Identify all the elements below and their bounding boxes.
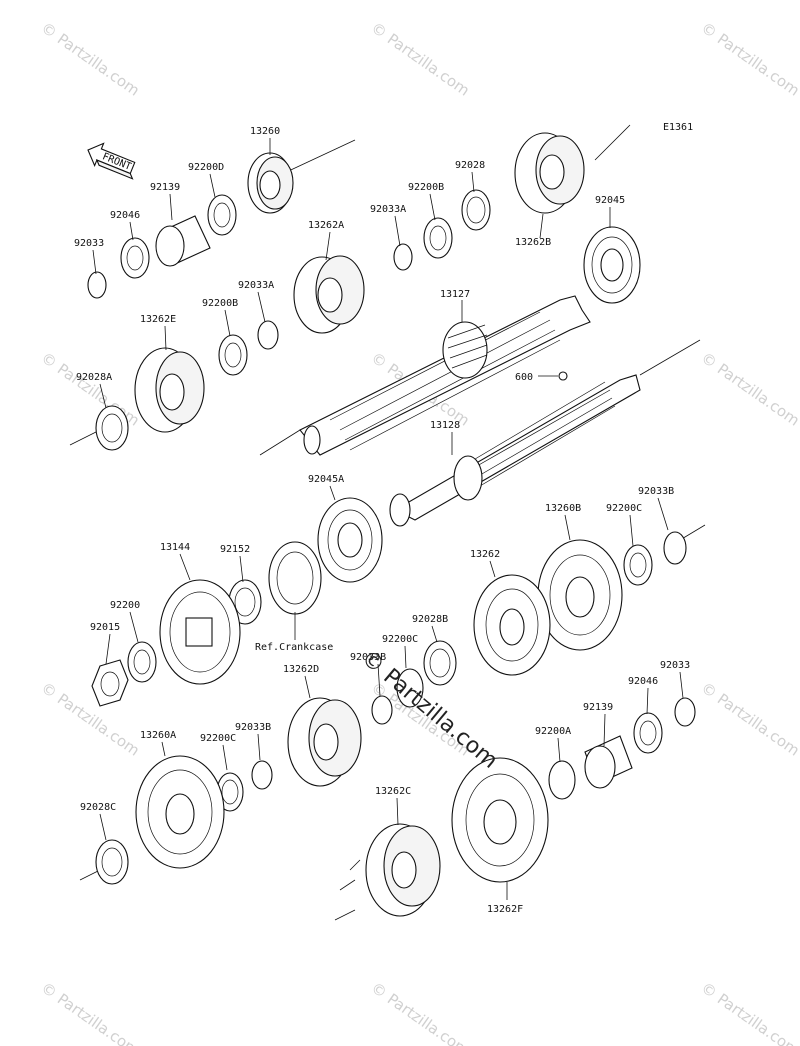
circlip-92033b-lower — [251, 760, 273, 790]
gear-13262a — [293, 255, 365, 334]
watermark-text: © Partzilla.com — [368, 979, 473, 1046]
gear-13260 — [247, 152, 294, 214]
part-label: 13262D — [283, 664, 319, 675]
part-label: 13260A — [140, 730, 176, 741]
part-label: 92033A — [238, 280, 274, 291]
part-label: 92200B — [202, 298, 238, 309]
part-label: 13127 — [440, 289, 470, 300]
part-number-labels: 13260 92200D 92139 92046 92033 92028 922… — [74, 126, 690, 915]
center-lines — [69, 124, 706, 921]
part-label: 92028C — [80, 802, 116, 813]
gear-13262d — [287, 697, 362, 787]
washer-92200a — [548, 760, 576, 800]
washer-92200d — [207, 194, 237, 236]
part-label: 13262F — [487, 904, 523, 915]
watermark-text: © Partzilla.com — [38, 19, 143, 100]
part-label: 13262E — [140, 314, 176, 325]
circlip-92033a-lower — [257, 320, 279, 350]
part-label: 92033B — [350, 652, 386, 663]
circlip-92033b-mid — [371, 695, 393, 725]
bushing-92139 — [155, 215, 211, 267]
leader-lines — [92, 138, 684, 900]
gear-13262f — [451, 757, 549, 883]
part-label: 92200C — [606, 503, 642, 514]
circlip-92033b-upper — [663, 531, 687, 565]
part-label: 92033B — [638, 486, 674, 497]
washer-92200 — [127, 641, 157, 683]
seal-92152-ref — [268, 541, 322, 615]
sprocket-13144 — [159, 579, 241, 685]
gear-13262b — [514, 132, 585, 214]
watermark-text: © Partzilla.com — [698, 19, 800, 100]
part-label: 92033 — [660, 660, 690, 671]
part-label: 92200C — [382, 634, 418, 645]
washer-92200c-mid — [396, 668, 424, 708]
bearing-92045 — [583, 226, 641, 304]
gear-13260a — [135, 755, 225, 869]
diagram-code: E1361 — [663, 122, 693, 133]
gear-13262c — [365, 823, 441, 917]
part-label: 13260B — [545, 503, 581, 514]
part-label: 92200A — [535, 726, 571, 737]
part-label: 92028 — [455, 160, 485, 171]
gear-13262 — [473, 574, 551, 676]
washer-92200b-upper — [423, 217, 453, 259]
needle-bearing-92046 — [120, 237, 150, 279]
bushing-92028a — [95, 405, 129, 451]
bushing-92028c — [95, 839, 129, 885]
part-label: 13262C — [375, 786, 411, 797]
bushing-92028b — [423, 640, 457, 686]
part-label: 92139 — [150, 182, 180, 193]
part-label: 92028B — [412, 614, 448, 625]
gear-13260b — [537, 539, 623, 651]
watermark-text: © Partzilla.com — [368, 19, 473, 100]
part-label: 92200D — [188, 162, 224, 173]
front-arrow-icon: FRONT — [87, 142, 136, 180]
circlip-92033a-upper — [393, 243, 413, 271]
part-label: 13262A — [308, 220, 344, 231]
part-label: 92028A — [76, 372, 112, 383]
part-label: 92200B — [408, 182, 444, 193]
bushing-92139-lower — [584, 735, 633, 789]
washer-92200c-upper — [623, 544, 653, 586]
watermark-text: © Partzilla.com — [698, 979, 800, 1046]
circlip-92033 — [87, 271, 107, 299]
needle-bearing-92046-lower — [633, 712, 663, 754]
watermark-text: © Partzilla.com — [38, 979, 143, 1046]
shaft-13127 — [299, 295, 591, 456]
part-label: 92152 — [220, 544, 250, 555]
part-label: 600 — [515, 372, 533, 383]
part-label: 13262 — [470, 549, 500, 560]
part-label: 92046 — [628, 676, 658, 687]
watermark-text: © Partzilla.com — [698, 679, 800, 760]
bushing-92028 — [461, 189, 491, 231]
part-label: 13128 — [430, 420, 460, 431]
part-label: 92045 — [595, 195, 625, 206]
bearing-92045a — [317, 497, 383, 583]
part-label: 92033B — [235, 722, 271, 733]
ref-crankcase: Ref.Crankcase — [255, 612, 333, 653]
circlip-92033-lower — [674, 697, 696, 727]
oring-600 — [558, 371, 568, 381]
part-label: 92139 — [583, 702, 613, 713]
part-label: 13260 — [250, 126, 280, 137]
part-label: 92033A — [370, 204, 406, 215]
nut-92015 — [91, 659, 129, 707]
watermark-text: © Partzilla.com — [698, 349, 800, 430]
part-label: 92200C — [200, 733, 236, 744]
watermark-text: © Partzilla.com — [38, 349, 143, 430]
part-label: 92033 — [74, 238, 104, 249]
part-label: 92200 — [110, 600, 140, 611]
part-label: 92046 — [110, 210, 140, 221]
gear-13262e — [134, 347, 205, 433]
ref-crankcase-label: Ref.Crankcase — [255, 642, 333, 653]
part-label: 92045A — [308, 474, 344, 485]
part-label: 13144 — [160, 542, 190, 553]
washer-92200b-lower — [218, 334, 248, 376]
watermark-text: © Partzilla.com — [38, 679, 143, 760]
part-label: 92015 — [90, 622, 120, 633]
shaft-13128 — [389, 374, 641, 527]
part-label: 13262B — [515, 237, 551, 248]
